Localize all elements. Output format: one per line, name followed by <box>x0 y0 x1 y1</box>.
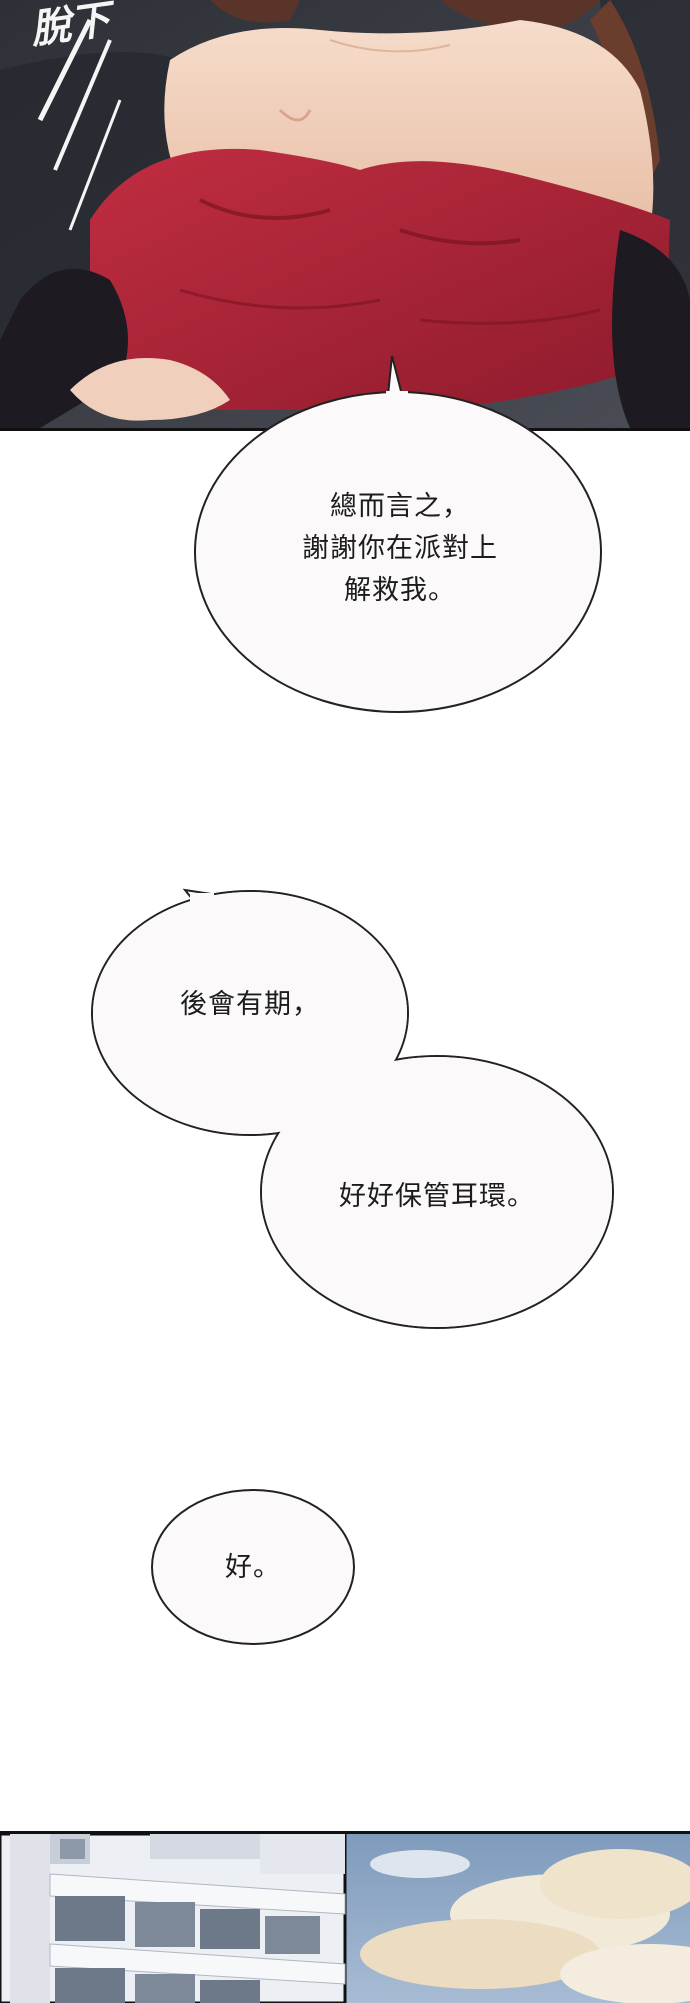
bubble-text-4: 好。 <box>225 1552 281 1583</box>
woman-red-dress-illustration <box>0 0 690 428</box>
top-panel: 脫下 <box>0 0 690 431</box>
bubble-text-1: 總而言之， 謝謝你在派對上 解救我。 <box>302 491 498 606</box>
bubble-text-2: 後會有期， <box>180 989 320 1020</box>
building-sky-illustration <box>0 1834 690 2003</box>
bubble-text-3: 好好保管耳環。 <box>339 1181 535 1212</box>
bottom-panel <box>0 1831 690 2003</box>
